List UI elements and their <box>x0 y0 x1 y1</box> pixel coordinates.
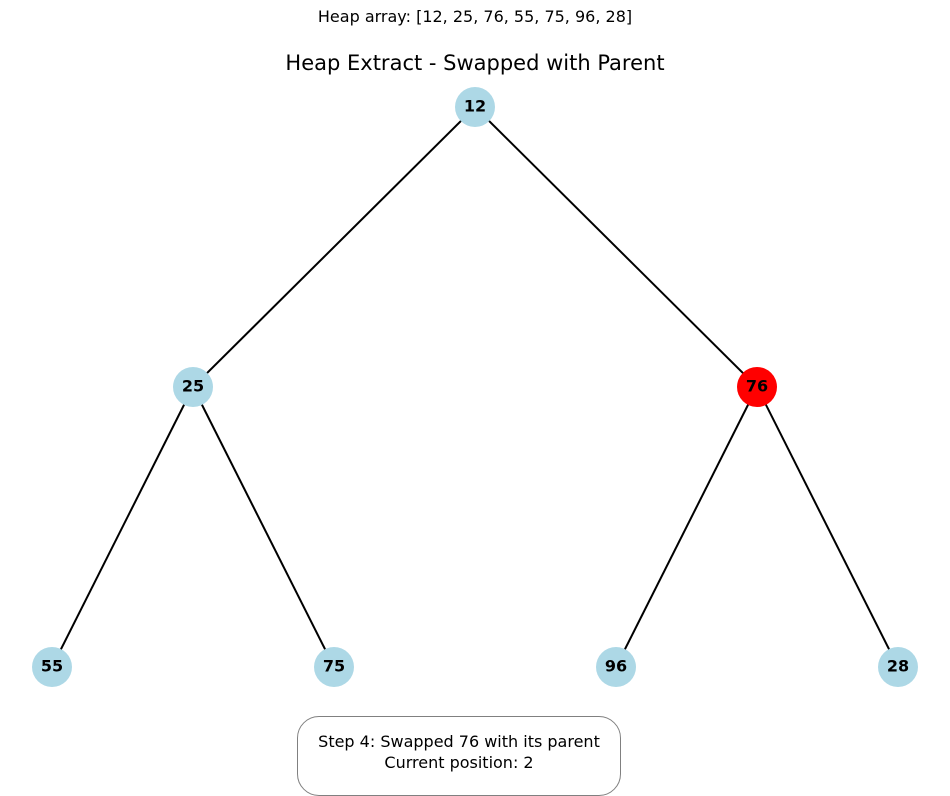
tree-node-55: 55 <box>32 647 72 687</box>
tree-nodes: 12 25 76 55 75 96 28 <box>32 87 918 687</box>
status-box: Step 4: Swapped 76 with its parent Curre… <box>297 716 621 796</box>
node-label: 55 <box>41 657 63 676</box>
node-label: 96 <box>605 657 627 676</box>
status-position-text: Current position: 2 <box>384 753 534 772</box>
node-label: 76 <box>746 377 768 396</box>
tree-node-25: 25 <box>173 367 213 407</box>
status-step-text: Step 4: Swapped 76 with its parent <box>318 732 600 751</box>
tree-edge-76-28 <box>756 386 899 668</box>
node-circle <box>32 647 72 687</box>
tree-edges <box>51 106 899 668</box>
node-circle <box>878 647 918 687</box>
tree-node-75: 75 <box>314 647 354 687</box>
node-label: 25 <box>182 377 204 396</box>
tree-edge-25-75 <box>192 386 335 668</box>
node-circle <box>455 87 495 127</box>
tree-edge-25-55 <box>51 386 194 668</box>
node-circle <box>314 647 354 687</box>
heap-array-caption: Heap array: [12, 25, 76, 55, 75, 96, 28] <box>317 7 633 26</box>
node-circle <box>596 647 636 687</box>
tree-edge-12-25 <box>192 106 476 388</box>
node-label: 28 <box>887 657 909 676</box>
highlighted-node-circle <box>737 367 777 407</box>
tree-node-96: 96 <box>596 647 636 687</box>
tree-edge-12-76 <box>474 106 758 388</box>
diagram-title: Heap Extract - Swapped with Parent <box>285 51 665 75</box>
tree-node-76: 76 <box>737 367 777 407</box>
node-label: 75 <box>323 657 345 676</box>
tree-edge-76-96 <box>615 386 758 668</box>
node-circle <box>173 367 213 407</box>
tree-node-28: 28 <box>878 647 918 687</box>
tree-node-12: 12 <box>455 87 495 127</box>
node-label: 12 <box>464 97 486 116</box>
